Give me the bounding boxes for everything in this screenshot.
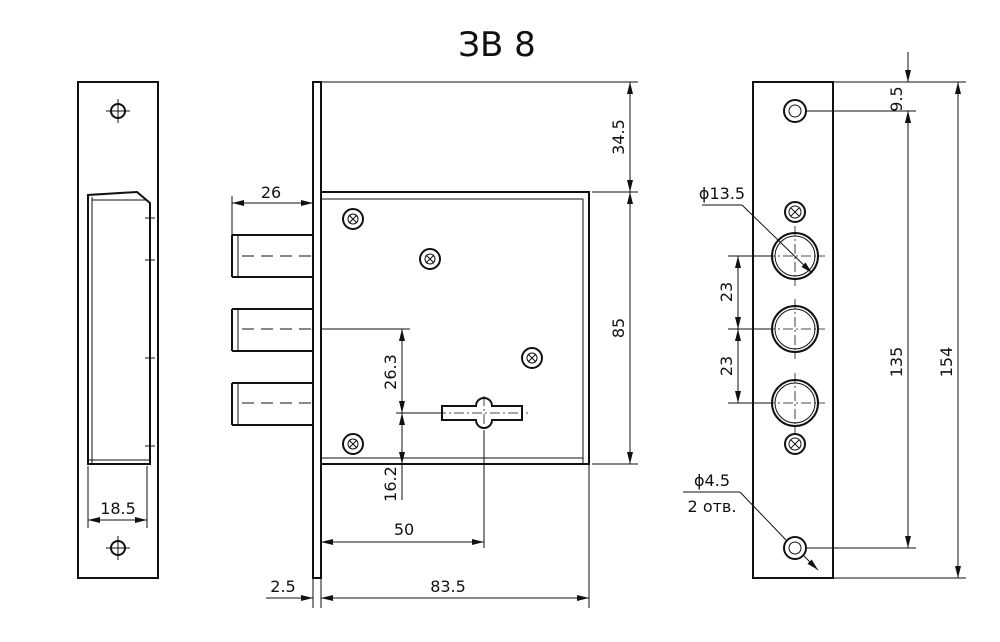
drawing-title: ЗВ 8 bbox=[458, 25, 536, 65]
screw-upper-center bbox=[419, 248, 441, 270]
small-screw-bottom bbox=[784, 433, 806, 455]
keyhole bbox=[436, 396, 528, 430]
bolt-middle bbox=[231, 308, 318, 352]
dim-bolt-to-key: 26.3 bbox=[381, 354, 400, 390]
faceplate-right-outline bbox=[752, 81, 834, 579]
mounting-hole-bottom bbox=[783, 536, 807, 560]
faceplate-bottom-hole bbox=[106, 536, 130, 560]
lock-body-side-view: 26 34.5 85 26.3 16.2 50 2.5 83.5 bbox=[231, 81, 638, 608]
dim-key-to-face: 50 bbox=[394, 520, 414, 539]
faceplate-outline bbox=[77, 81, 159, 579]
dim-body-height: 85 bbox=[609, 318, 628, 338]
bolt-hole-lower bbox=[765, 373, 825, 433]
dim-key-to-bottom: 16.2 bbox=[381, 466, 400, 502]
dim-mounting-hole-count: 2 отв. bbox=[688, 497, 737, 516]
bolt-upper bbox=[231, 234, 318, 278]
small-screw-top bbox=[784, 201, 806, 223]
dim-top-hole-offset: 9.5 bbox=[887, 86, 906, 111]
dim-bolt-pitch-lower: 23 bbox=[717, 356, 736, 376]
dim-mounting-hole-diameter: ϕ4.5 bbox=[694, 471, 730, 490]
dim-top-offset: 34.5 bbox=[609, 119, 628, 155]
faceplate-front-view: 18.5 bbox=[77, 81, 159, 579]
dim-faceplate-length: 154 bbox=[937, 347, 956, 378]
lock-body bbox=[320, 191, 590, 465]
bolt-hole-middle bbox=[765, 299, 825, 359]
dim-bolt-projection: 26 bbox=[261, 183, 281, 202]
screw-bottom-left bbox=[342, 433, 364, 455]
dim-bolt-hole-diameter: ϕ13.5 bbox=[699, 184, 745, 203]
dim-faceplate-thickness: 2.5 bbox=[270, 577, 295, 596]
dim-faceplate-width: 18.5 bbox=[100, 499, 136, 518]
side-faceplate bbox=[312, 81, 322, 579]
dim-body-length: 83.5 bbox=[430, 577, 466, 596]
screw-top-left bbox=[342, 208, 364, 230]
bolt-slot bbox=[87, 190, 151, 465]
bolt-lower bbox=[231, 382, 318, 426]
screw-right bbox=[521, 347, 543, 369]
faceplate-holes-view: ϕ13.5 23 23 9.5 135 154 ϕ4.5 2 отв. bbox=[683, 52, 966, 579]
dim-mounting-hole-spacing: 135 bbox=[887, 347, 906, 378]
dim-bolt-pitch-upper: 23 bbox=[717, 282, 736, 302]
faceplate-top-hole bbox=[106, 99, 130, 123]
mounting-hole-top bbox=[783, 99, 807, 123]
